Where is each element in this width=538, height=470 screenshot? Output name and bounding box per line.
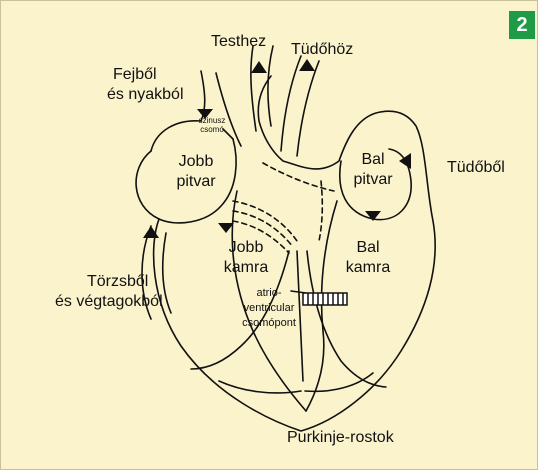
label-purkinje: Purkinje-rostok — [287, 429, 394, 447]
label-bal-pitvar-2: pitvar — [343, 171, 403, 189]
label-jobb-pitvar-2: pitvar — [161, 173, 231, 191]
label-torzsbol: Törzsből — [87, 273, 148, 291]
label-fejbol: Fejből — [113, 66, 157, 84]
label-es-nyakbol: és nyakból — [107, 86, 184, 104]
label-testhez: Testhez — [211, 33, 266, 51]
figure-badge: 2 — [509, 11, 535, 39]
superior-vena-cava — [151, 71, 241, 151]
label-tudohoz: Tüdőhöz — [291, 41, 353, 59]
label-atrio: atrio- — [229, 287, 309, 299]
label-bal-pitvar: Bal — [343, 151, 403, 169]
label-bal-kamra-2: kamra — [333, 259, 403, 277]
aorta — [251, 46, 273, 131]
arrow-tudohoz — [299, 59, 315, 71]
label-ventricular: ventricular — [229, 302, 309, 314]
label-bal-kamra: Bal — [333, 239, 403, 257]
label-es-vegtagokbol: és végtagokból — [55, 293, 163, 311]
label-jobb-pitvar: Jobb — [161, 153, 231, 171]
label-jobb-kamra-2: kamra — [211, 259, 281, 277]
av-node — [303, 293, 347, 305]
label-csomo: csomó — [187, 126, 237, 135]
label-jobb-kamra: Jobb — [211, 239, 281, 257]
arrow-testhez — [251, 61, 267, 73]
label-csomopont: csomópont — [223, 317, 315, 329]
label-tudobol: Tüdőből — [447, 159, 505, 177]
septum-left — [306, 201, 337, 411]
